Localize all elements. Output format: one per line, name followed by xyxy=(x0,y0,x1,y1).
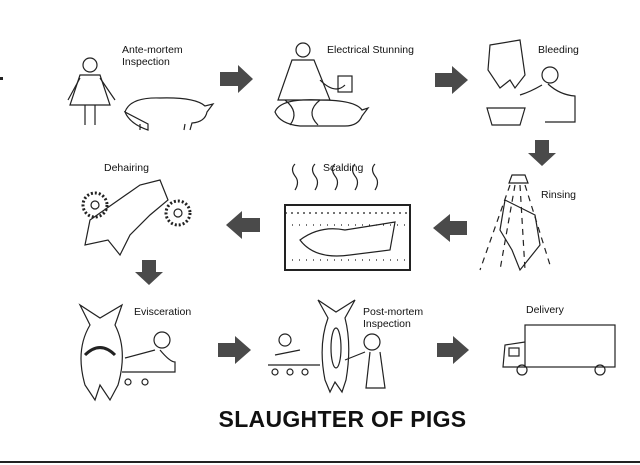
arrow-down-1 xyxy=(528,140,556,166)
scalding-tank xyxy=(284,163,411,271)
arrow-right-2 xyxy=(435,66,468,94)
delivery-truck xyxy=(502,324,616,376)
arrow-right-1 xyxy=(220,65,253,93)
step-label-ante-mortem: Ante-mortem Inspection xyxy=(122,44,183,68)
flow-arrows xyxy=(135,65,556,364)
rinsing-figure xyxy=(479,174,551,272)
step-label-delivery: Delivery xyxy=(526,304,564,316)
bottom-border xyxy=(0,461,640,463)
step-label-rinsing: Rinsing xyxy=(541,189,577,201)
evisceration-figure xyxy=(78,303,176,402)
bleeding-figure xyxy=(486,39,576,126)
step-label-scalding: Scalding xyxy=(323,162,364,174)
arrow-down-2 xyxy=(135,260,163,285)
step-label-post-mortem: Post-mortem Inspection xyxy=(363,306,424,330)
step-label-evisceration: Evisceration xyxy=(134,306,192,318)
arrow-left-1 xyxy=(433,214,467,242)
step-label-electrical-stunning: Electrical Stunning xyxy=(327,44,414,56)
stunning-figure xyxy=(274,42,370,127)
inspector-figure xyxy=(67,57,116,125)
arrow-right-3 xyxy=(218,336,251,364)
step-label-dehairing: Dehairing xyxy=(104,162,149,174)
step-label-bleeding: Bleeding xyxy=(538,44,579,56)
dehairing-figure xyxy=(81,179,192,257)
post-mortem-figure xyxy=(268,299,386,394)
arrow-left-2 xyxy=(226,211,260,239)
arrow-right-4 xyxy=(437,336,469,364)
pig-figure xyxy=(123,97,215,131)
diagram-title: SLAUGHTER OF PIGS xyxy=(218,406,467,432)
